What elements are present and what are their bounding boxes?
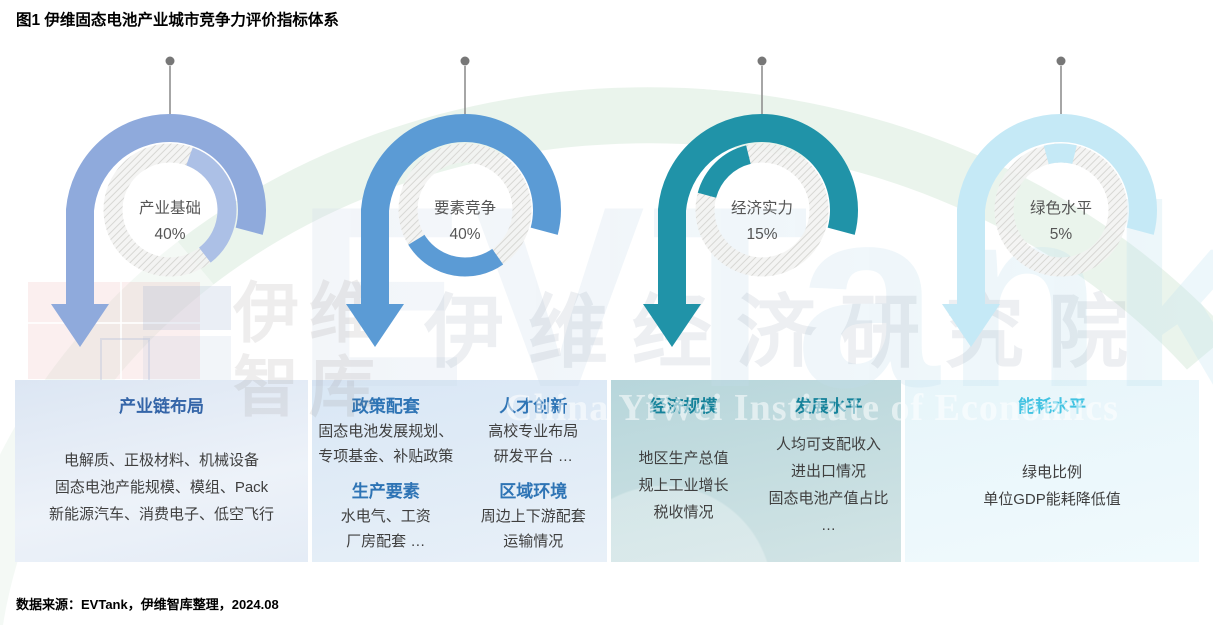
box-line: 地区生产总值 [638, 450, 729, 467]
box-line: 电解质、正极材料、机械设备 [63, 452, 259, 469]
box-title: 能耗水平 [1018, 397, 1086, 416]
cell-talent-innovation: 人才创新 高校专业布局 研发平台 … [460, 392, 608, 469]
box-title: 产业链布局 [119, 397, 204, 416]
box-line: 水电气、工资 [340, 508, 431, 525]
box-title: 经济规模 [649, 397, 718, 416]
box-title: 生产要素 [351, 482, 420, 501]
gauge-label: 产业基础 40% [110, 196, 230, 248]
box-economic-strength: 经济规模 地区生产总值 规上工业增长 税收情况 发展水平 人均可支配收入 进出口… [611, 380, 901, 562]
cell-development-level: 发展水平 人均可支配收入 进出口情况 固态电池产值占比 … [756, 392, 901, 539]
gauge-economic-strength: 经济实力 15% [637, 50, 887, 360]
gauge-factor-competition: 要素竞争 40% [340, 50, 590, 360]
box-line: 规上工业增长 [638, 477, 729, 494]
box-line: 进出口情况 [790, 463, 866, 480]
cell-economic-scale: 经济规模 地区生产总值 规上工业增长 税收情况 [611, 392, 756, 539]
gauge-industry-foundation: 产业基础 40% [45, 50, 295, 360]
box-title: 政策配套 [351, 397, 420, 416]
donut-ring-segment [994, 143, 1128, 277]
connector-dot-icon [757, 56, 767, 66]
down-arrow-icon [51, 304, 109, 347]
box-line: 厂房配套 … [346, 533, 426, 550]
gauge-percent: 5% [1049, 226, 1073, 243]
down-arrow-icon [643, 304, 701, 347]
gauge-percent: 40% [154, 226, 186, 243]
box-line: 单位GDP能耗降低值 [983, 491, 1121, 508]
down-arrow-icon [942, 304, 1000, 347]
box-line: 新能源汽车、消费电子、低空飞行 [48, 506, 274, 523]
box-factor-competition: 政策配套 固态电池发展规划、 专项基金、补贴政策 人才创新 高校专业布局 研发平… [312, 380, 607, 562]
spiral-arrow-arc [361, 113, 561, 308]
connector-dot-icon [165, 56, 175, 66]
connector-dot-icon [1056, 56, 1066, 66]
box-title: 区域环境 [499, 482, 568, 501]
box-line: 税收情况 [653, 504, 714, 521]
box-line: 周边上下游配套 [480, 508, 586, 525]
donut-ring-segment [695, 143, 829, 277]
box-line: 固态电池产值占比 [768, 490, 889, 507]
box-line: 高校专业布局 [488, 423, 579, 440]
cell-regional-environment: 区域环境 周边上下游配套 运输情况 [460, 477, 608, 554]
box-line: 专项基金、补贴政策 [318, 448, 454, 465]
spiral-arrow-arc [957, 113, 1157, 308]
cell-policy-support: 政策配套 固态电池发展规划、 专项基金、补贴政策 [312, 392, 460, 469]
box-line: … [821, 517, 836, 534]
spiral-arrow-arc [66, 113, 266, 308]
gauge-label: 绿色水平 5% [1001, 196, 1121, 248]
cell-production-factors: 生产要素 水电气、工资 厂房配套 … [312, 477, 460, 554]
box-industry-chain: 产业链布局 电解质、正极材料、机械设备 固态电池产能规模、模组、Pack 新能源… [15, 380, 308, 562]
box-energy-consumption: 能耗水平 绿电比例 单位GDP能耗降低值 [905, 380, 1199, 562]
donut-ring-hatched [695, 143, 829, 277]
box-line: 绿电比例 [1021, 464, 1082, 481]
donut-ring-segment [103, 143, 237, 277]
gauge-percent: 40% [449, 226, 481, 243]
donut-ring-segment [398, 143, 532, 277]
box-line: 运输情况 [503, 533, 564, 550]
connector-dot-icon [460, 56, 470, 66]
box-line: 固态电池产能规模、模组、Pack [54, 479, 269, 496]
spiral-arrow-arc [658, 113, 858, 308]
box-title: 人才创新 [499, 397, 568, 416]
box-title: 发展水平 [794, 397, 863, 416]
box-line: 固态电池发展规划、 [318, 423, 454, 440]
gauge-label: 经济实力 15% [702, 196, 822, 248]
box-line: 研发平台 … [493, 448, 573, 465]
gauge-percent: 15% [746, 226, 778, 243]
gauge-label: 要素竞争 40% [405, 196, 525, 248]
box-line: 人均可支配收入 [775, 436, 881, 453]
down-arrow-icon [346, 304, 404, 347]
gauge-green-level: 绿色水平 5% [936, 50, 1186, 360]
